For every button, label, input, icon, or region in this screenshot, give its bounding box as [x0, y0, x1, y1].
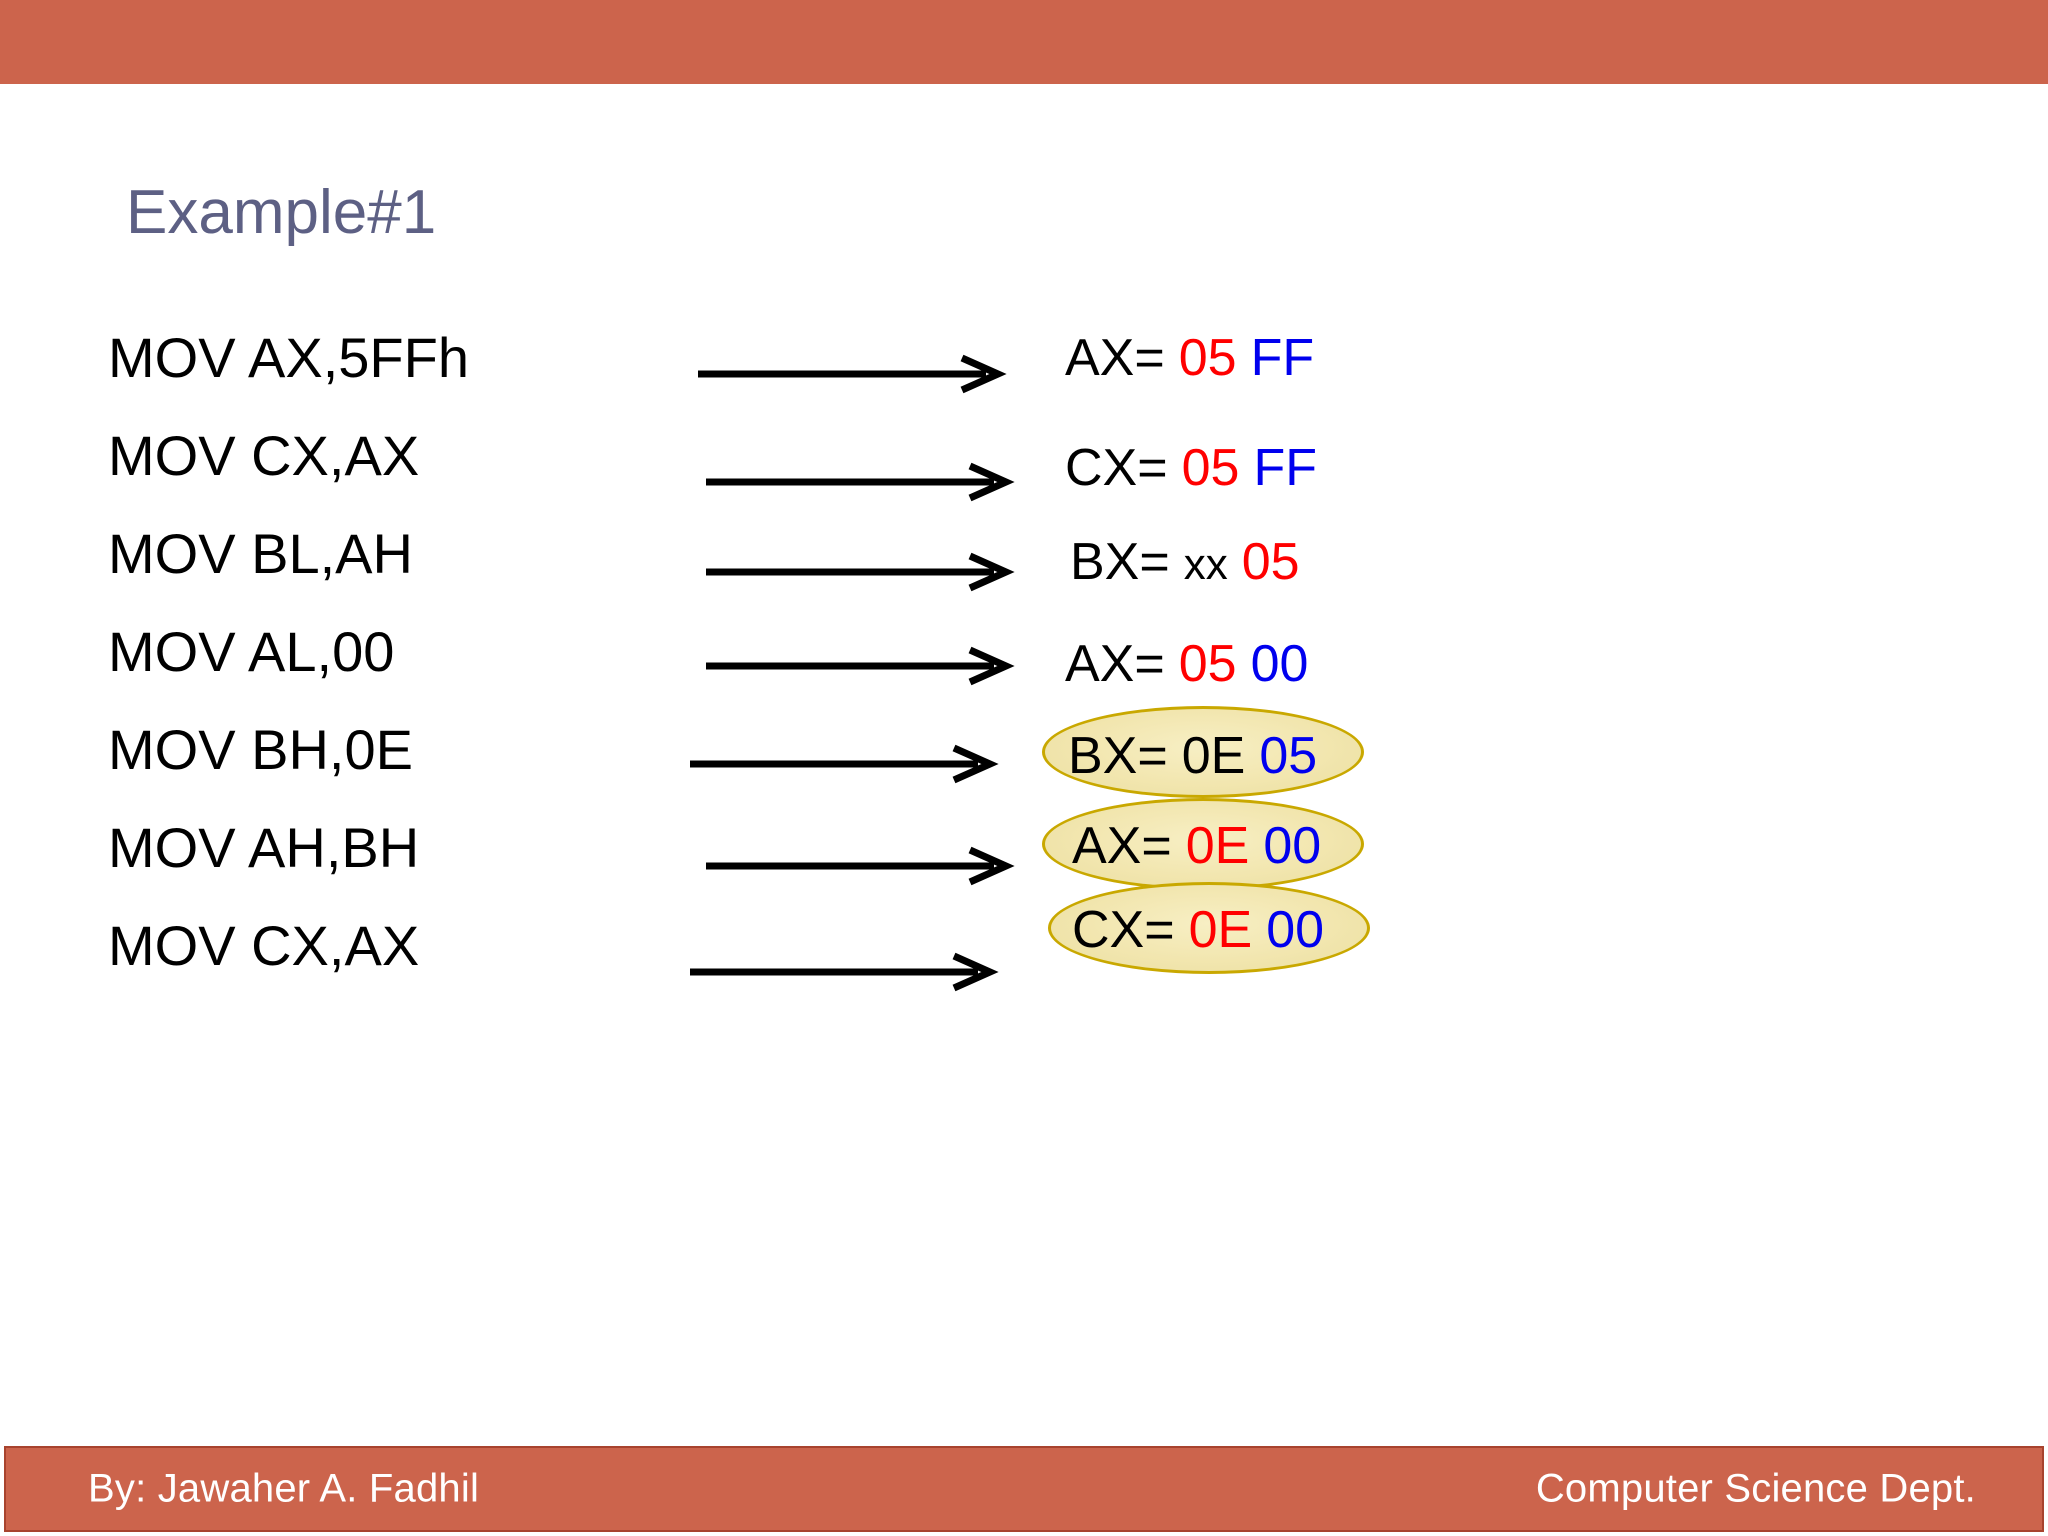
register-low-byte: 00 — [1263, 817, 1322, 875]
register-label: BX= — [1068, 727, 1168, 785]
right-arrow-icon — [706, 846, 1015, 886]
register-high-byte: 0E — [1181, 727, 1246, 785]
register-high-byte: 05 — [1178, 329, 1237, 387]
instruction-text: MOV BH,0E — [108, 718, 413, 781]
right-arrow-icon — [706, 462, 1015, 502]
register-label: CX= — [1072, 901, 1175, 959]
highlight-oval — [1042, 798, 1364, 890]
register-label: CX= — [1065, 439, 1168, 497]
register-label: BX= — [1070, 533, 1170, 591]
instruction-text: MOV BL,AH — [108, 522, 413, 585]
register-high-byte: 05 — [1178, 635, 1237, 693]
register-label: AX= — [1072, 817, 1172, 875]
register-low-byte: FF — [1250, 329, 1315, 387]
register-high-byte: 0E — [1188, 901, 1253, 959]
register-high-byte: xx — [1183, 540, 1228, 589]
register-label: AX= — [1065, 329, 1165, 387]
instruction-text: MOV AL,00 — [108, 620, 395, 683]
register-high-byte: 05 — [1181, 439, 1240, 497]
top-accent-bar — [0, 0, 2048, 84]
register-low-byte: 00 — [1250, 635, 1309, 693]
register-high-byte: 0E — [1185, 817, 1250, 875]
right-arrow-icon — [690, 744, 999, 784]
footer-bar: By: Jawaher A. Fadhil Computer Science D… — [4, 1446, 2044, 1532]
right-arrow-icon — [698, 354, 1007, 394]
instruction-text: MOV CX,AX — [108, 424, 420, 487]
highlight-oval — [1042, 706, 1364, 798]
right-arrow-icon — [706, 646, 1015, 686]
right-arrow-icon — [690, 952, 999, 992]
footer-department: Computer Science Dept. — [1535, 1466, 1976, 1511]
register-low-byte: 05 — [1259, 727, 1318, 785]
register-low-byte: 00 — [1266, 901, 1325, 959]
register-label: AX= — [1065, 635, 1165, 693]
page-title: Example#1 — [126, 178, 437, 247]
register-low-byte: 05 — [1241, 533, 1300, 591]
instruction-text: MOV AH,BH — [108, 816, 420, 879]
instruction-text: MOV AX,5FFh — [108, 326, 469, 389]
register-low-byte: FF — [1253, 439, 1317, 497]
instruction-text: MOV CX,AX — [108, 914, 420, 977]
highlight-oval — [1048, 882, 1370, 974]
footer-author: By: Jawaher A. Fadhil — [88, 1466, 480, 1511]
register-result: BX= xx 05 — [1070, 536, 1300, 588]
right-arrow-icon — [706, 552, 1015, 592]
